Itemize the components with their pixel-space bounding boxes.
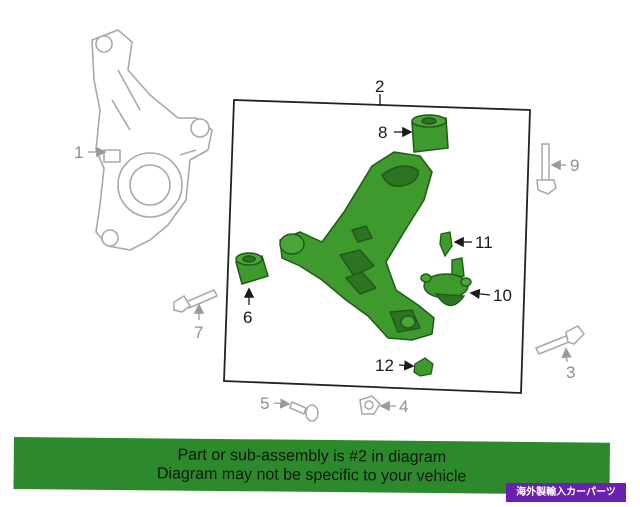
bolt-9: [536, 143, 557, 195]
callout-9: 9: [570, 156, 579, 175]
bolt-5: [289, 400, 319, 422]
ball-joint-10: [420, 257, 472, 307]
bushing-6: [235, 252, 269, 285]
bushing-8: [411, 114, 449, 153]
nut-12: [413, 357, 434, 377]
watermark-tag: 海外製輸入カーパーツ: [506, 483, 626, 502]
callout-3: 3: [566, 363, 575, 382]
control-arm: [279, 151, 435, 341]
callout-1: 1: [74, 143, 83, 162]
nut-4: [359, 395, 381, 415]
callout-10: 10: [493, 286, 512, 305]
callout-11: 11: [475, 233, 493, 252]
callout-6: 6: [243, 308, 252, 327]
callout-4: 4: [399, 397, 408, 416]
callout-12: 12: [375, 356, 394, 375]
leader-lines: [88, 94, 572, 412]
callout-2: 2: [375, 77, 384, 96]
callout-8: 8: [378, 123, 387, 142]
disclaimer-line-2: Diagram may not be specific to your vehi…: [156, 465, 467, 486]
disclaimer-line-1: Part or sub-assembly is #2 in diagram: [177, 446, 447, 467]
bolt-7: [173, 289, 219, 313]
callout-7: 7: [194, 323, 203, 342]
bolt-11: [439, 231, 453, 258]
callout-5: 5: [260, 394, 269, 413]
steering-knuckle: [91, 29, 213, 251]
assembly-frame: [223, 99, 531, 394]
bolt-3: [534, 325, 585, 355]
